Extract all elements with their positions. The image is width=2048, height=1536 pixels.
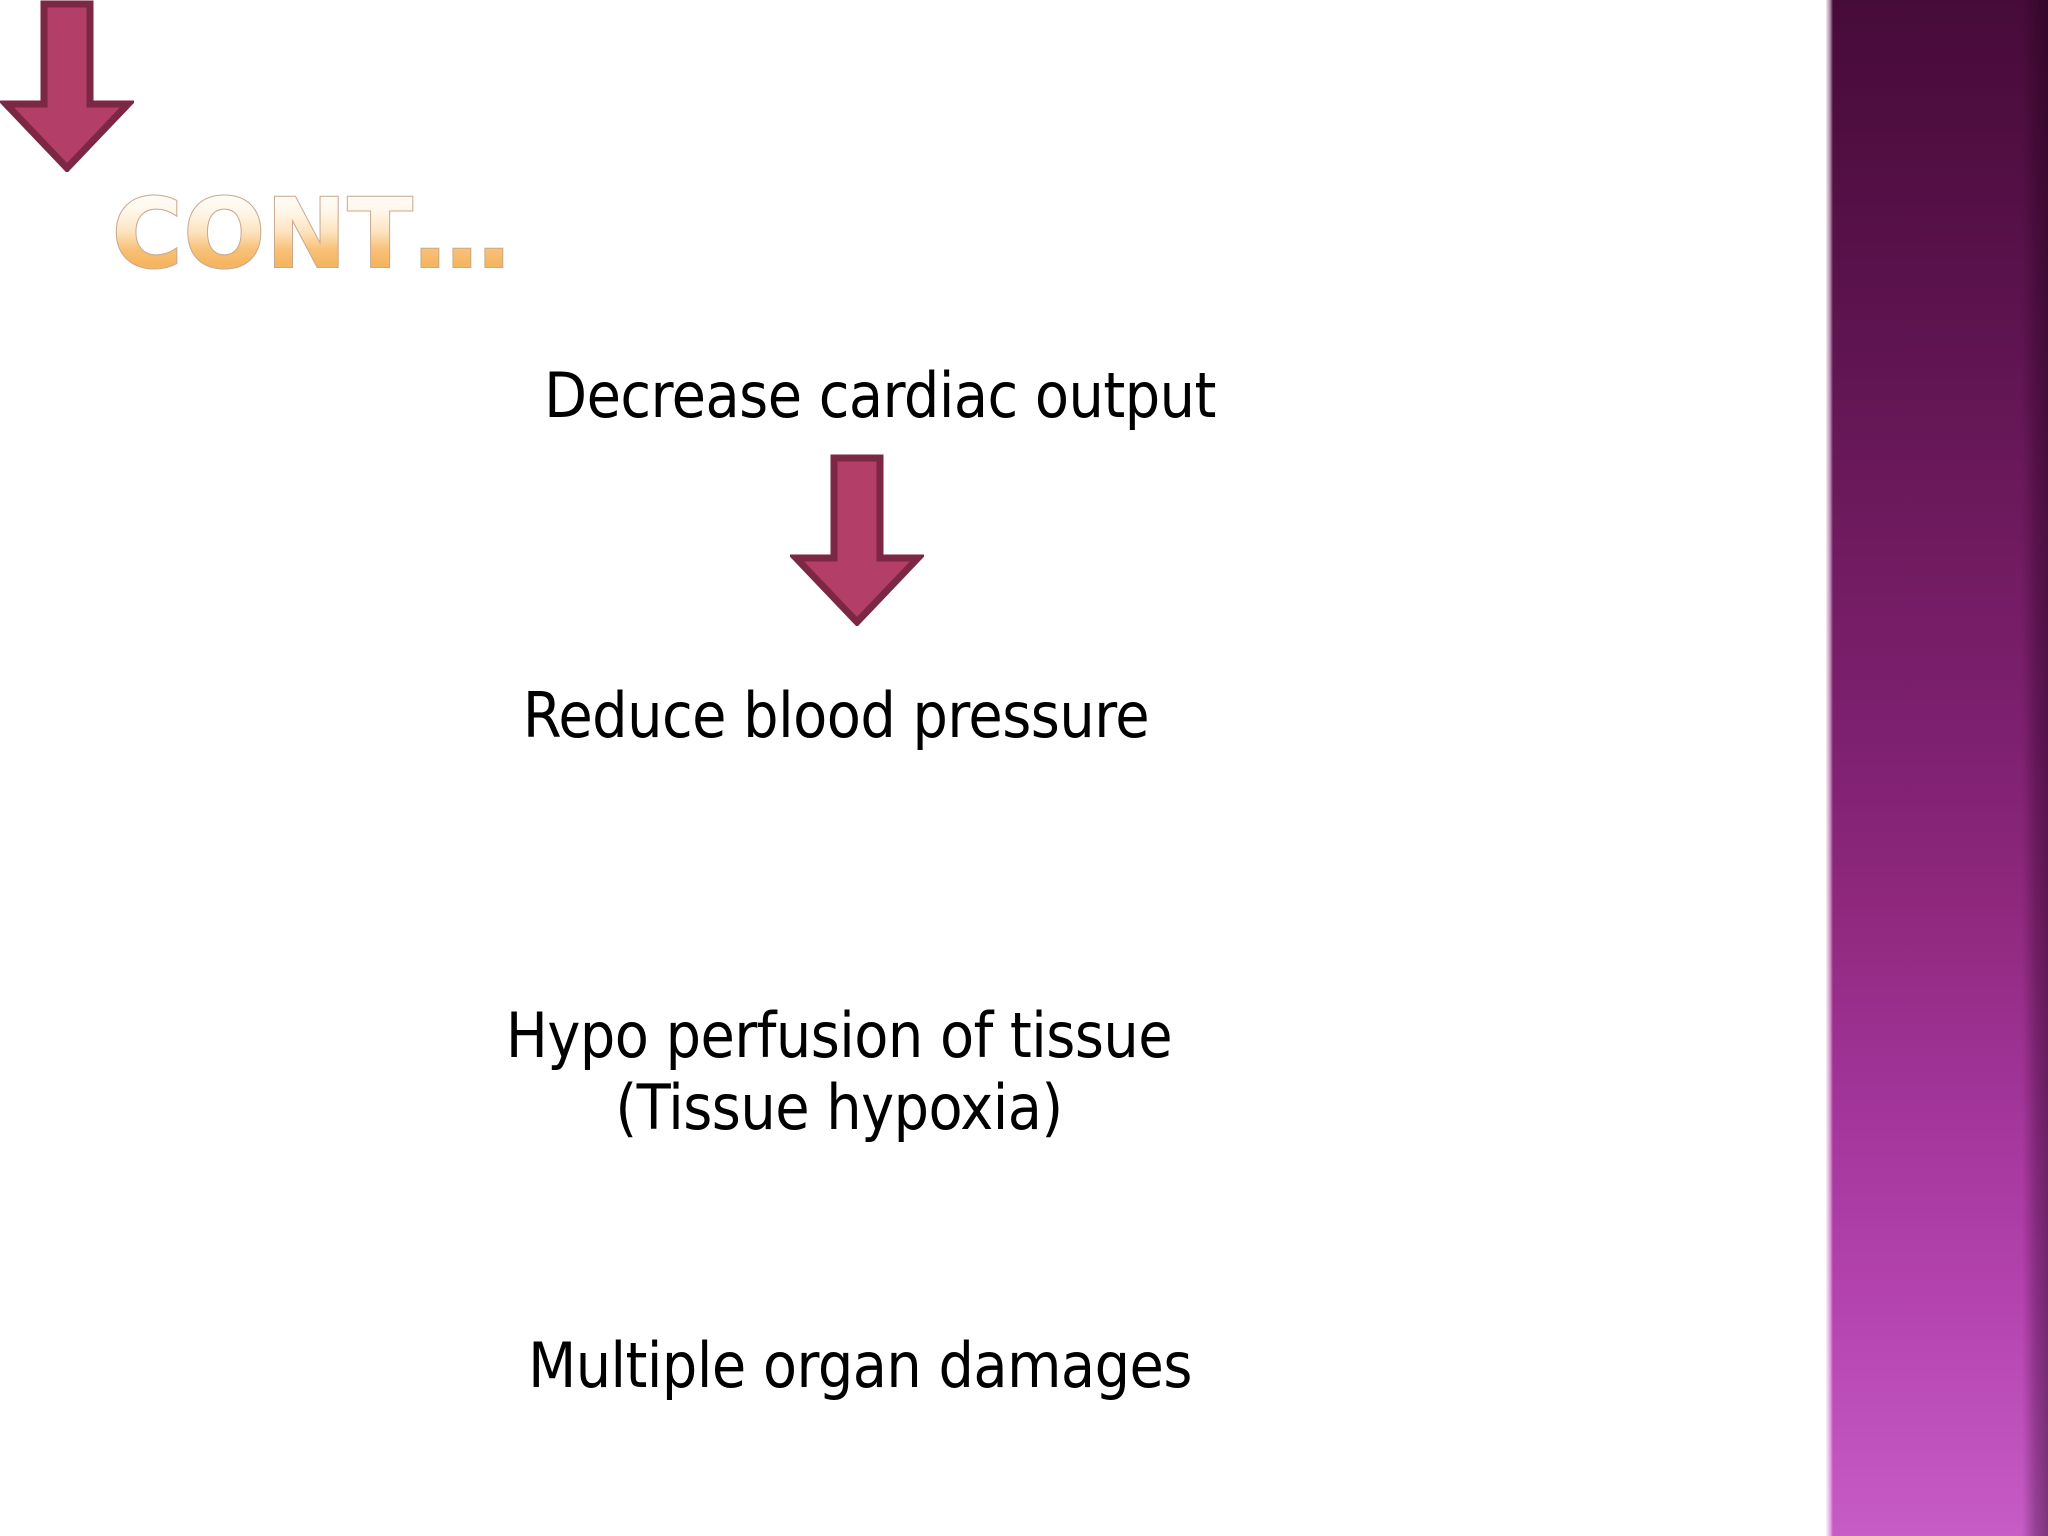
- arrow-down-icon: [0, 0, 134, 172]
- page-title-outline: Cont…: [111, 185, 511, 283]
- flow-step-2-label: Reduce blood pressure: [522, 679, 1150, 752]
- arrow-down-icon: [790, 454, 924, 626]
- flow-step-3-label: Hypo perfusion of tissue (Tissue hypoxia…: [505, 999, 1173, 1144]
- slide-decoration-band: [1826, 0, 2048, 1536]
- band-gradient-fill: [1826, 0, 2048, 1536]
- band-dark-edge: [2022, 0, 2048, 1536]
- band-light-sliver: [1826, 0, 1833, 1536]
- flow-step-4-label: Multiple organ damages: [528, 1329, 1192, 1402]
- page-title: Cont…: [112, 178, 511, 290]
- flow-step-1-label: Decrease cardiac output: [544, 359, 1216, 432]
